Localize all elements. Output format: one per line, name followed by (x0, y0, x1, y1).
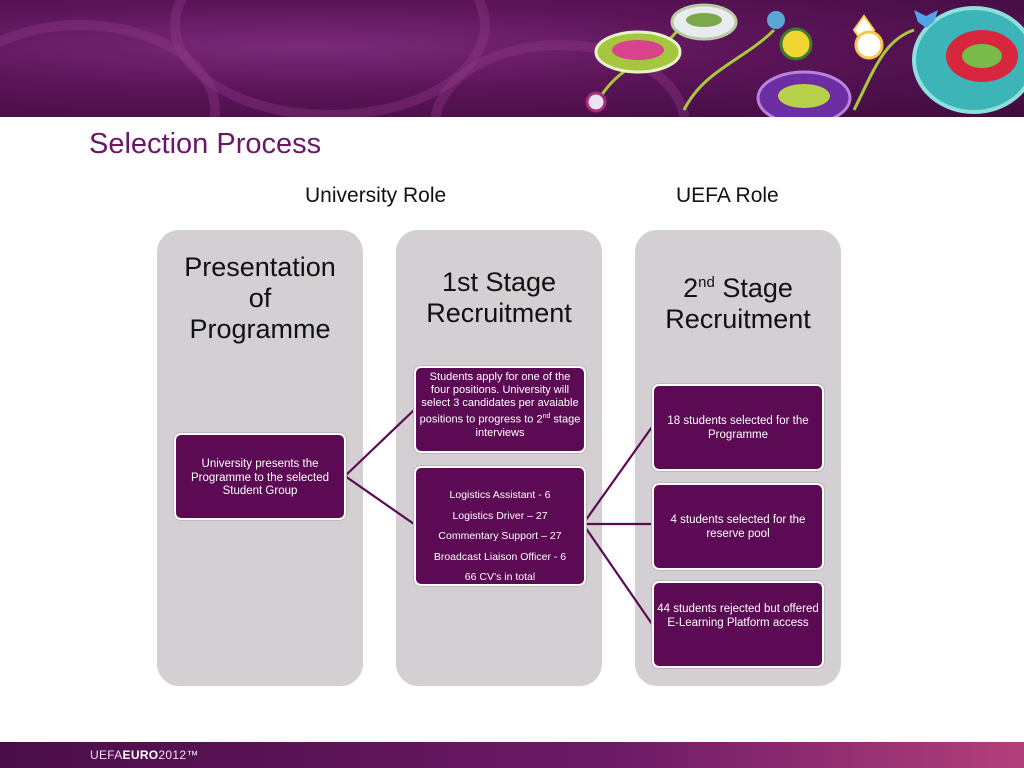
logo-bold: EURO (122, 748, 159, 762)
position-item: Broadcast Liaison Officer - 6 (433, 550, 567, 563)
connector-line (582, 426, 653, 525)
column-first-stage-title: 1st Stage Recruitment (396, 267, 602, 329)
uefa-euro-logo: UEFAEURO2012™ (90, 748, 199, 762)
reserve-box: 4 students selected for the reserve pool (652, 483, 824, 570)
connector-line (344, 475, 415, 525)
rejected-box: 44 students rejected but offered E-Learn… (652, 581, 824, 668)
uefa-role-label: UEFA Role (676, 184, 779, 207)
application-superscript: nd (542, 413, 551, 420)
selected-box: 18 students selected for the Programme (652, 384, 824, 471)
column-title-line: Presentation (184, 252, 336, 282)
title-rest: Stage (714, 273, 793, 303)
column-title-line: Recruitment (426, 298, 572, 328)
title-number: 2 (683, 273, 699, 303)
column-second-stage-title: 2nd Stage Recruitment (635, 267, 841, 335)
column-title-line: of (248, 283, 272, 313)
column-presentation-title: Presentation of Programme (157, 252, 363, 345)
connector-line (344, 409, 415, 477)
application-box: Students apply for one of the four posit… (414, 366, 586, 453)
position-item: Logistics Driver – 27 (452, 509, 548, 522)
header-banner (0, 0, 1024, 117)
logo-suffix: 2012™ (158, 748, 199, 762)
footer-bar: UEFAEURO2012™ (0, 742, 1024, 768)
application-text: Students apply for one of the four posit… (419, 371, 579, 426)
column-first-stage: 1st Stage Recruitment (396, 230, 602, 686)
title-superscript: nd (698, 274, 715, 291)
column-title-line: Programme (189, 314, 331, 344)
position-item: Commentary Support – 27 (438, 530, 562, 542)
presentation-box: University presents the Programme to the… (174, 433, 346, 520)
stadium-illustration-icon (585, 3, 1024, 117)
university-role-label: University Role (305, 184, 447, 207)
positions-total: 66 CV’s in total (464, 571, 536, 583)
positions-box: Logistics Assistant - 6 Logistics Driver… (414, 466, 586, 586)
column-title-line: Recruitment (665, 304, 811, 334)
column-title-line: 1st Stage (441, 267, 557, 297)
slide-title: Selection Process (89, 128, 322, 160)
application-tail: stage interviews (475, 413, 581, 439)
connector-line (582, 523, 653, 625)
column-title-line: 2nd Stage (635, 267, 841, 304)
position-item: Logistics Assistant - 6 (449, 489, 551, 501)
logo-prefix: UEFA (90, 748, 123, 762)
